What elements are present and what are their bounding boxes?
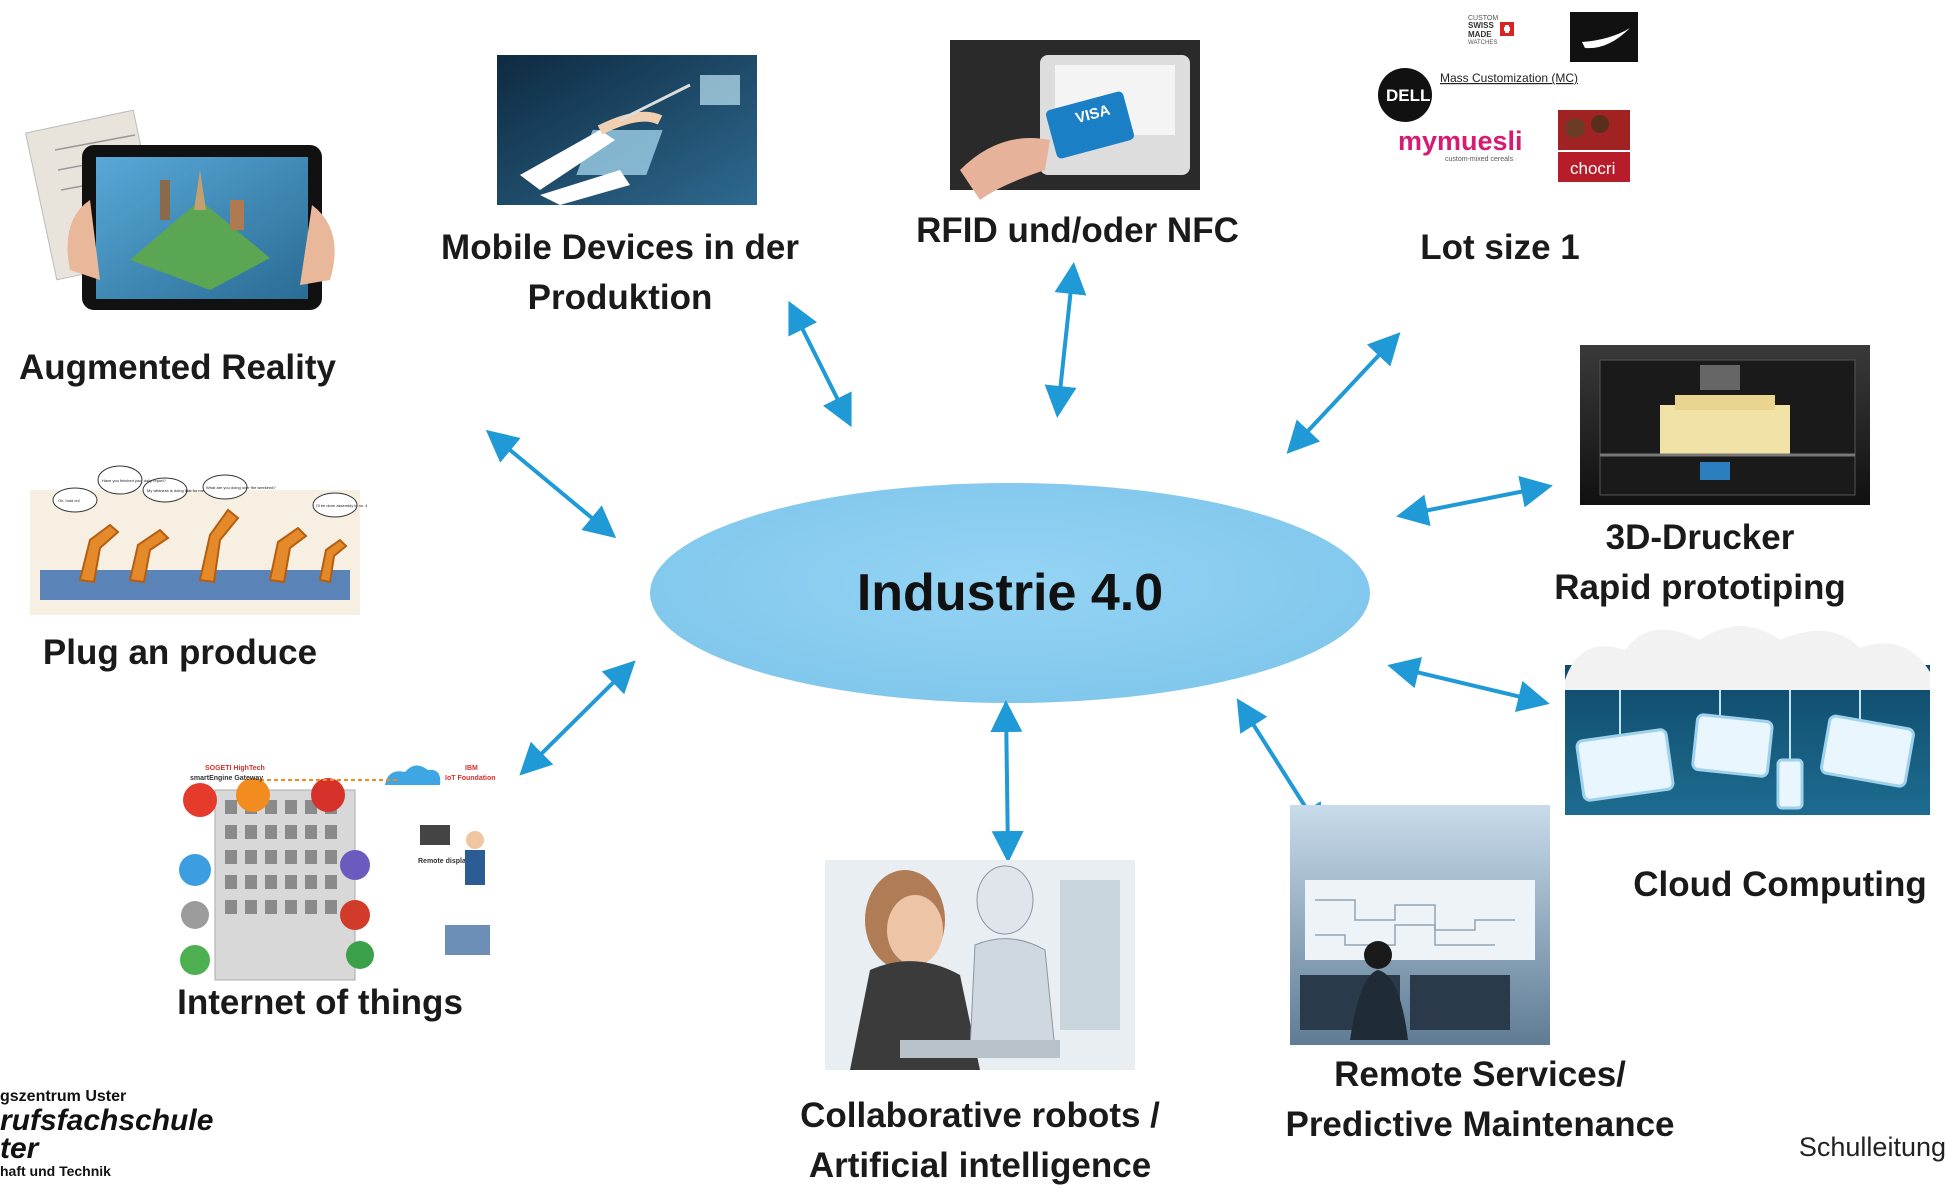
- lot-size-logo-collage: CUSTOM SWISS MADE WATCHES DELL Mass Cust…: [1375, 0, 1645, 190]
- center-ellipse: [650, 483, 1370, 703]
- remote-services-image: [1290, 805, 1550, 1045]
- label-lot-size: Lot size 1: [1420, 228, 1580, 267]
- robot-speech-2: Have you finished your daily report?: [102, 478, 167, 483]
- iot-screen-icon: [346, 941, 374, 969]
- school-logo: gszentrum Uster rufsfachschule ter haft …: [0, 1088, 213, 1180]
- iot-eye-icon: [340, 850, 370, 880]
- robot-speech-4: What are you doing over the weekend?: [206, 485, 276, 490]
- dell-logo: [1378, 68, 1432, 122]
- school-logo-line4: haft und Technik: [0, 1163, 111, 1179]
- iot-lock-icon: [340, 900, 370, 930]
- robot-speech-3: My wildness is doing that for me: [147, 488, 205, 493]
- iot-power-icon: [183, 783, 217, 817]
- iot-water-icon: [179, 854, 211, 886]
- school-logo-line1: gszentrum Uster: [0, 1088, 127, 1105]
- iot-image: SOGETI HighTech smartEngine Gateway IBM …: [175, 755, 505, 981]
- label-internet-of-things: Internet of things: [177, 983, 463, 1022]
- iot-cloud-icon: [385, 765, 441, 785]
- nike-swoosh-icon: [1582, 28, 1630, 49]
- chocri-logo: [1558, 152, 1630, 182]
- ibm-text: IBM: [465, 765, 478, 772]
- label-cobots-line2: Artificial intelligence: [808, 1146, 1152, 1185]
- label-cloud-computing: Cloud Computing: [1633, 865, 1927, 904]
- remote-display-text: Remote display: [418, 858, 470, 865]
- label-remote-services-line1: Remote Services/: [1334, 1055, 1626, 1094]
- augmented-reality-image: [25, 109, 335, 310]
- center-title: Industrie 4.0: [857, 564, 1163, 622]
- label-cobots-line1: Collaborative robots /: [800, 1096, 1160, 1135]
- mobile-devices-image: [497, 55, 757, 205]
- footer-schulleitung: Schulleitung: [1798, 1132, 1946, 1162]
- nike-logo: [1570, 12, 1638, 62]
- swiss-logo-line3: MADE: [1468, 30, 1492, 39]
- robot-speech-1: Oh, hold on!: [58, 498, 80, 503]
- iot-fire-icon: [311, 778, 345, 812]
- sogeti-text: SOGETI HighTech: [205, 765, 265, 772]
- cobots-image: [825, 860, 1135, 1070]
- cloud-computing-image: [1565, 626, 1930, 815]
- label-mobile-devices-line1: Mobile Devices in der: [441, 228, 799, 267]
- arrow-3d-printer: [1396, 475, 1553, 527]
- arrow-iot: [519, 660, 636, 776]
- dell-logo-text: DELL: [1386, 86, 1430, 105]
- iot-switch-icon: [180, 945, 210, 975]
- school-logo-line3: ter: [0, 1132, 39, 1165]
- mass-customization-text: Mass Customization (MC): [1440, 71, 1578, 85]
- label-3d-printer-line1: 3D-Drucker: [1605, 518, 1795, 557]
- 3d-printer-image: [1580, 345, 1870, 505]
- iot-lightning-icon: [236, 778, 270, 812]
- plug-and-produce-image: Oh, hold on! Have you finished your dail…: [30, 465, 368, 615]
- arrow-cloud: [1387, 656, 1550, 713]
- iot-foundation-text: IoT Foundation: [445, 775, 496, 782]
- label-rfid: RFID und/oder NFC: [916, 211, 1239, 250]
- rfid-image: VISA: [950, 40, 1200, 200]
- arrow-lot-size: [1286, 332, 1401, 454]
- iot-plug-icon: [181, 901, 209, 929]
- label-3d-printer-line2: Rapid prototiping: [1554, 568, 1846, 607]
- swiss-logo-line2: SWISS: [1468, 21, 1494, 30]
- arrow-rfid: [1044, 262, 1087, 418]
- gateway-text: smartEngine Gateway: [190, 775, 263, 782]
- swiss-logo-line1: CUSTOM: [1468, 15, 1498, 22]
- mymuesli-sub: custom-mixed cereals: [1445, 156, 1514, 163]
- arrow-cobots: [990, 700, 1024, 863]
- arrow-augmented-reality: [485, 429, 617, 539]
- label-mobile-devices-line2: Produktion: [527, 278, 713, 317]
- swiss-logo-line4: WATCHES: [1468, 40, 1497, 46]
- label-plug-and-produce: Plug an produce: [42, 633, 318, 672]
- arrow-mobile-devices: [788, 300, 852, 428]
- robot-speech-5: I'll be done assembly in no. 4: [316, 503, 368, 508]
- school-logo-line2: rufsfachschule: [0, 1104, 214, 1137]
- mymuesli-logo: mymuesli: [1398, 126, 1523, 156]
- label-augmented-reality: Augmented Reality: [19, 348, 336, 387]
- label-remote-services-line2: Predictive Maintenance: [1285, 1105, 1675, 1144]
- chocri-logo-text: chocri: [1570, 159, 1615, 178]
